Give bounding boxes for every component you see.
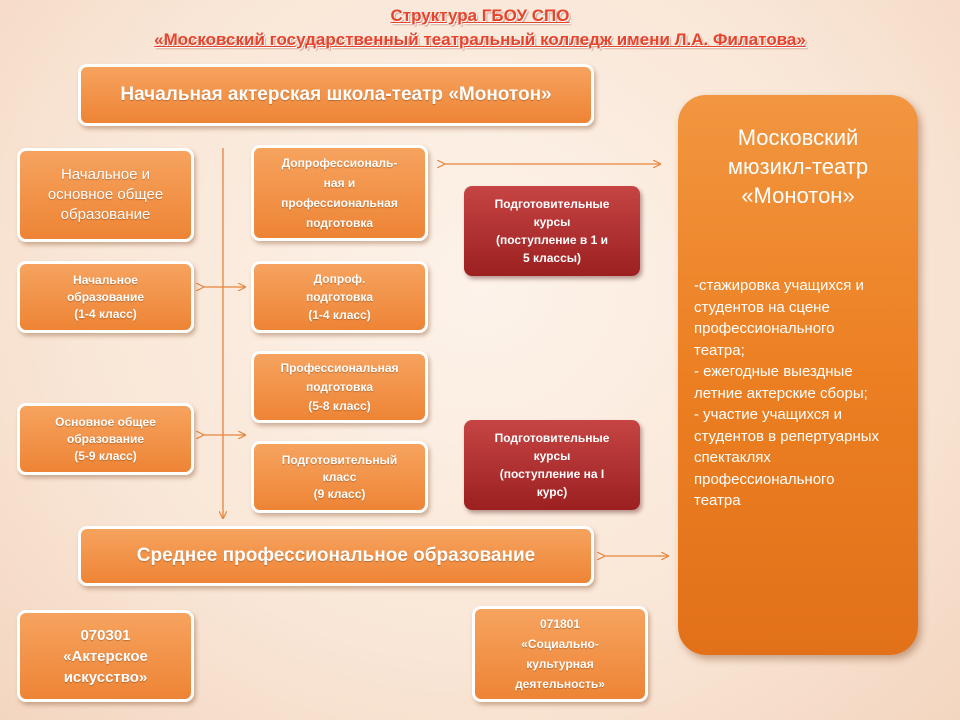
box-line: Допроф. <box>313 272 366 286</box>
box-line: Начальное и <box>60 166 151 183</box>
box-line: подготовка <box>305 290 373 304</box>
page-title-line1: Структура ГБОУ СПО <box>390 6 570 25</box>
prepro-training-box: Допрофессиональ- ная и профессиональная … <box>251 145 428 241</box>
box-line: курсы <box>533 449 571 463</box>
secondary-education-box: Среднее профессиональное образование <box>78 526 594 586</box>
secondary-education-label: Среднее профессиональное образование <box>136 545 536 566</box>
box-line: (поступление на I <box>499 467 605 481</box>
box-line: Подготовительные <box>494 431 610 445</box>
box-line: искусство» <box>63 668 148 686</box>
theatre-title-line: Московский <box>737 125 859 150</box>
box-line: курс) <box>536 485 568 499</box>
page-title-line2: «Московский государственный театральный … <box>154 30 806 49</box>
specialty-sociocultural-box: 071801 «Социально- культурная деятельнос… <box>472 606 648 702</box>
box-line: подготовка <box>305 379 373 394</box>
theatre-description: -стажировка учащихся и студентов на сцен… <box>694 277 880 509</box>
general-education-box: Начальное и основное общее образование <box>17 148 194 242</box>
box-line: (9 класс) <box>313 486 366 501</box>
acting-school-label: Начальная актерская школа-театр «Монотон… <box>120 84 552 105</box>
box-line: образование <box>66 289 145 304</box>
box-line: 070301 <box>80 626 131 644</box>
specialty-acting-box: 070301 «Актерское искусство» <box>17 610 194 702</box>
box-line: Основное общее <box>55 414 156 429</box>
box-line: (5-9 класс) <box>74 448 137 463</box>
box-line: Начальное <box>73 272 138 287</box>
box-line: Подготовительные <box>494 197 610 211</box>
box-line: «Актерское <box>63 647 148 665</box>
box-line: образование <box>60 206 151 223</box>
box-line: (1-4 класс) <box>74 306 137 321</box>
box-line: основное общее <box>47 186 164 203</box>
box-line: (5-8 класс) <box>308 398 371 413</box>
acting-school-box: Начальная актерская школа-театр «Монотон… <box>78 64 594 126</box>
theatre-title-line: мюзикл-театр <box>727 154 869 179</box>
elementary-education-box: Начальное образование (1-4 класс) <box>17 261 194 333</box>
box-line: «Социально- <box>521 637 599 651</box>
theatre-title-line: «Монотон» <box>741 183 855 208</box>
prep-courses-1-5-box: Подготовительные курсы (поступление в 1 … <box>464 186 640 276</box>
box-line: (поступление в 1 и <box>495 233 609 247</box>
box-line: Допрофессиональ- <box>281 156 398 170</box>
theatre-title: Московский мюзикл-театр «Монотон» <box>678 123 918 210</box>
basic-education-box: Основное общее образование (5-9 класс) <box>17 403 194 475</box>
box-line: Подготовительный <box>281 452 398 467</box>
box-line: 071801 <box>539 617 581 631</box>
box-line: профессиональная <box>281 196 398 210</box>
box-line: деятельность» <box>515 677 605 691</box>
box-line: 5 классы) <box>522 251 582 265</box>
box-line: ная и <box>323 176 356 190</box>
musical-theatre-panel: Московский мюзикл-театр «Монотон» -стажи… <box>678 95 918 655</box>
box-line: образование <box>66 431 145 446</box>
prep-class-9-box: Подготовительный класс (9 класс) <box>251 441 428 513</box>
box-line: класс <box>322 469 357 484</box>
box-line: (1-4 класс) <box>308 308 371 322</box>
professional-5-8-box: Профессиональная подготовка (5-8 класс) <box>251 351 428 423</box>
box-line: курсы <box>533 215 571 229</box>
prep-courses-course1-box: Подготовительные курсы (поступление на I… <box>464 420 640 510</box>
box-line: Профессиональная <box>280 360 399 375</box>
box-line: подготовка <box>305 216 373 230</box>
prepro-1-4-box: Допроф. подготовка (1-4 класс) <box>251 261 428 333</box>
box-line: культурная <box>526 657 594 671</box>
